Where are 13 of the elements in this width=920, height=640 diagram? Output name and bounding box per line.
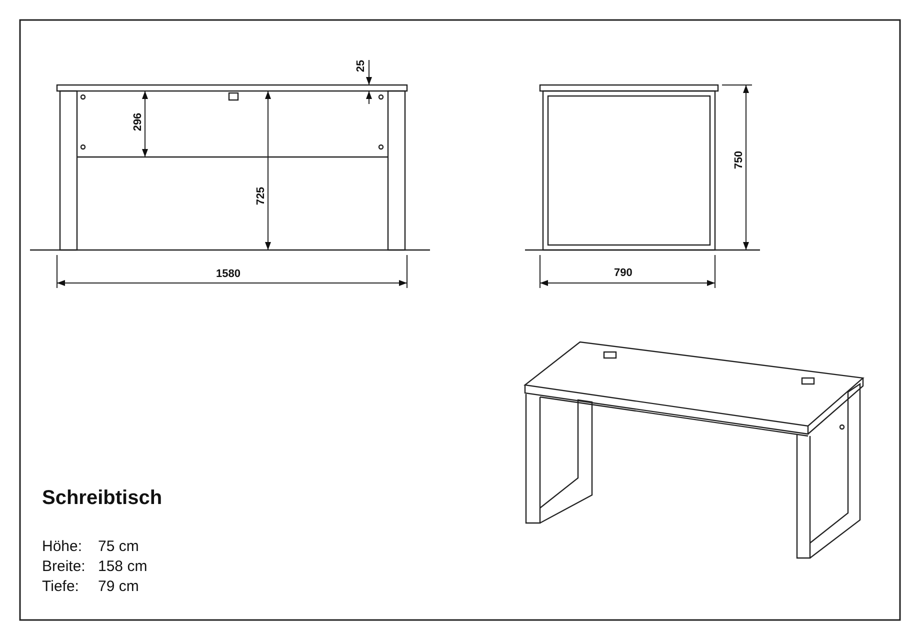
dimension-value: 725 (255, 186, 267, 206)
spec-value: 75 cm (98, 538, 139, 555)
spec-value: 79 cm (98, 578, 139, 595)
heading: Schreibtisch (42, 487, 162, 510)
dimension-value: 750 (733, 150, 745, 170)
dimension-value: 296 (132, 112, 144, 132)
spec-label: Höhe: (42, 538, 82, 555)
spec-label: Tiefe: (42, 578, 79, 595)
dimension-value: 25 (355, 60, 367, 72)
dimension-value: 1580 (216, 268, 240, 280)
dimension-value: 790 (614, 267, 632, 279)
spec-value: 158 cm (98, 558, 148, 575)
spec-label: Breite: (42, 558, 86, 575)
